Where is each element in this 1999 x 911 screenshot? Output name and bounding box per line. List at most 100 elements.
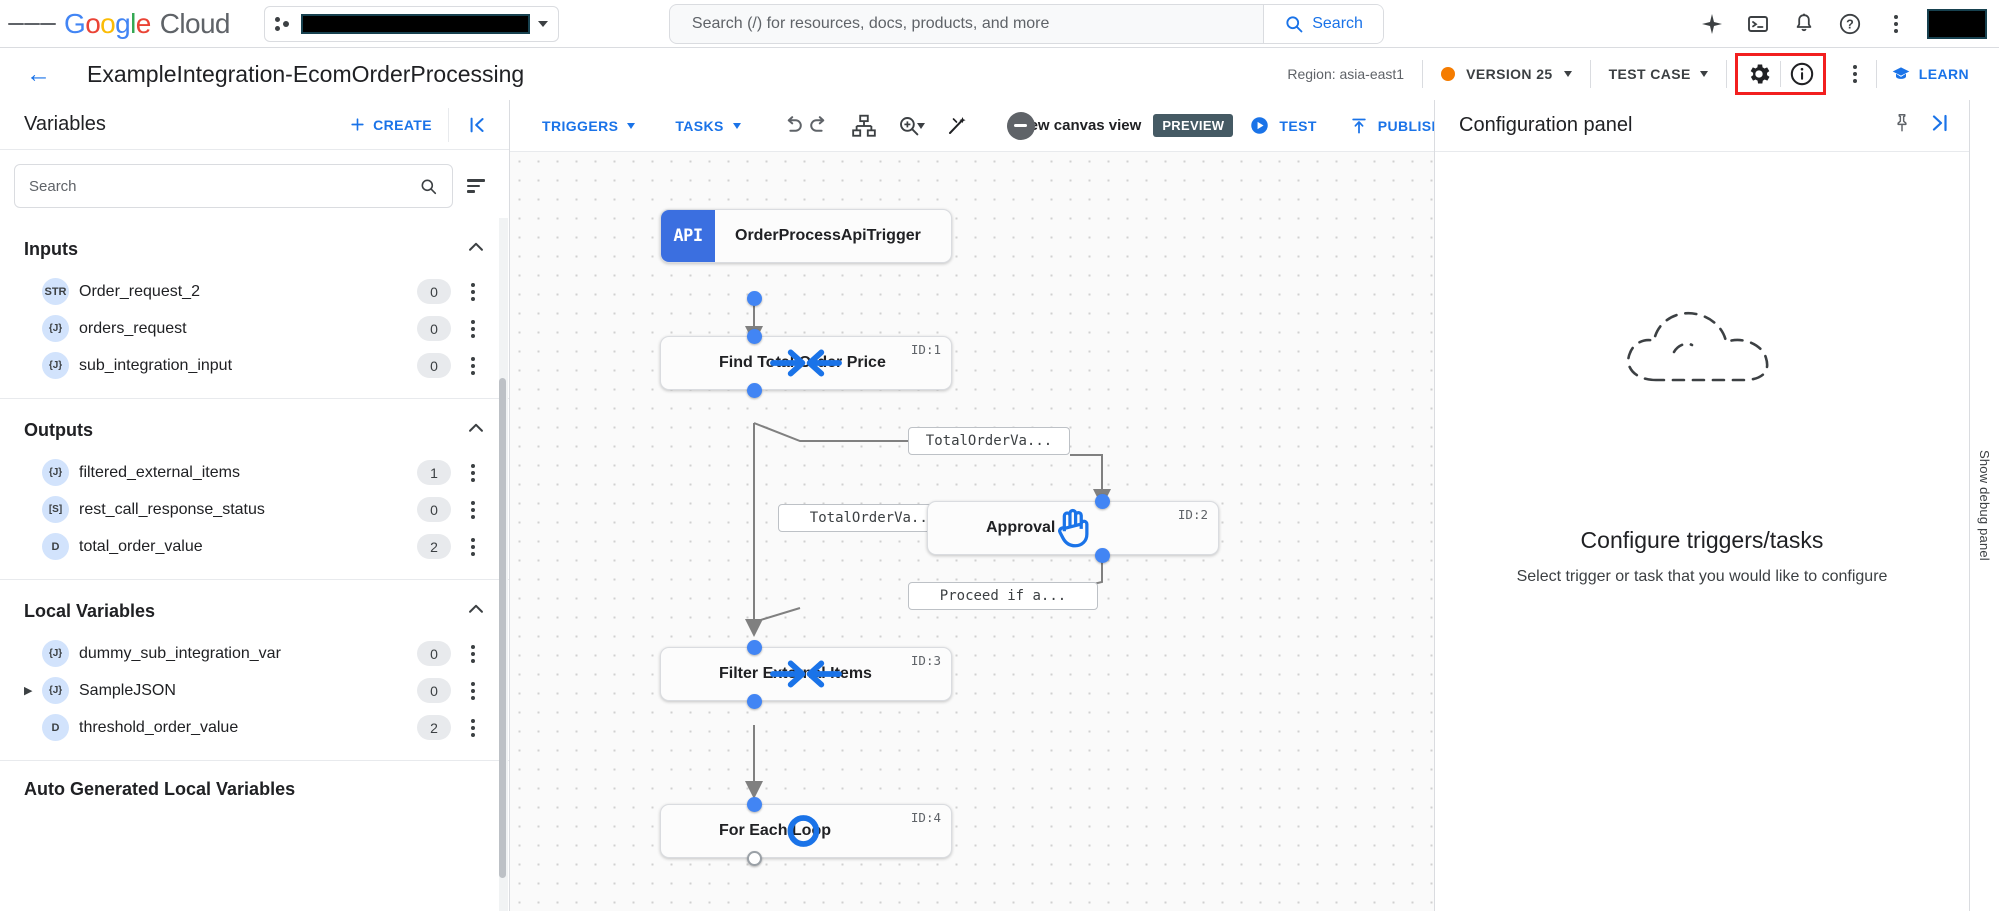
expand-triangle-icon[interactable]: ▶ <box>24 685 33 697</box>
list-item[interactable]: {J} filtered_external_items 1 <box>0 454 509 491</box>
notifications-bell-icon[interactable] <box>1783 3 1825 45</box>
node-output-port[interactable] <box>747 694 762 709</box>
learn-label: LEARN <box>1918 66 1969 82</box>
help-question-icon[interactable]: ? <box>1829 3 1871 45</box>
node-input-port[interactable] <box>747 640 762 655</box>
config-panel-header: Configuration panel <box>1435 100 1969 152</box>
row-more-vert-icon[interactable] <box>459 356 487 375</box>
version-selector[interactable]: VERSION 25 <box>1423 66 1589 82</box>
edge-label[interactable]: Proceed if a... <box>908 582 1098 610</box>
row-more-vert-icon[interactable] <box>459 718 487 737</box>
integration-flow-canvas[interactable]: API OrderProcessApiTrigger Find Total Or… <box>510 152 1434 911</box>
chevron-up-icon[interactable] <box>465 598 487 625</box>
node-input-port[interactable] <box>747 329 762 344</box>
list-item[interactable]: {J} orders_request 0 <box>0 310 509 347</box>
chevron-up-icon[interactable] <box>465 417 487 444</box>
auto-layout-icon[interactable] <box>851 106 877 146</box>
group-header[interactable]: Outputs <box>0 411 509 454</box>
flow-node-trigger[interactable]: API OrderProcessApiTrigger <box>660 209 952 263</box>
chevron-up-icon[interactable] <box>465 236 487 263</box>
node-output-port[interactable] <box>747 851 762 866</box>
magic-wand-icon[interactable] <box>945 106 969 146</box>
group-header[interactable]: Local Variables <box>0 592 509 635</box>
variable-group-outputs: Outputs {J} filtered_external_items 1 [S… <box>0 399 509 580</box>
list-item[interactable]: [S] rest_call_response_status 0 <box>0 491 509 528</box>
expand-right-icon[interactable] <box>1927 111 1951 140</box>
group-header[interactable]: Auto Generated Local Variables <box>0 773 509 810</box>
node-input-port[interactable] <box>747 797 762 812</box>
node-output-port[interactable] <box>1095 548 1110 563</box>
sort-filter-icon[interactable] <box>467 179 493 193</box>
divider <box>1422 60 1424 88</box>
avatar[interactable] <box>1927 8 1987 39</box>
list-item[interactable]: D total_order_value 2 <box>0 528 509 565</box>
search-input[interactable] <box>669 14 1264 33</box>
info-circle-icon[interactable] <box>1781 53 1823 95</box>
back-button[interactable]: ← <box>26 59 51 88</box>
hamburger-menu-icon[interactable] <box>8 0 56 48</box>
global-search-bar[interactable]: Search <box>668 3 1384 44</box>
list-item[interactable]: ▶ {J} SampleJSON 0 <box>0 672 509 709</box>
variable-name: Order_request_2 <box>79 282 200 300</box>
divider <box>1589 60 1591 88</box>
create-variable-button[interactable]: CREATE <box>333 116 448 133</box>
publish-upload-icon <box>1352 118 1366 134</box>
search-button[interactable]: Search <box>1263 4 1383 43</box>
triggers-dropdown[interactable]: TRIGGERS <box>522 118 655 134</box>
divider <box>0 579 509 580</box>
list-item[interactable]: D threshold_order_value 2 <box>0 709 509 746</box>
pin-icon[interactable] <box>1891 112 1913 139</box>
tasks-dropdown[interactable]: TASKS <box>655 118 760 134</box>
row-more-vert-icon[interactable] <box>459 463 487 482</box>
row-more-vert-icon[interactable] <box>459 537 487 556</box>
row-more-vert-icon[interactable] <box>459 500 487 519</box>
variable-type-badge: {J} <box>42 677 69 704</box>
cloud-shell-terminal-icon[interactable] <box>1737 3 1779 45</box>
test-case-selector[interactable]: TEST CASE <box>1591 66 1726 82</box>
play-circle-icon <box>1251 117 1269 134</box>
list-item[interactable]: STR Order_request_2 0 <box>0 273 509 310</box>
node-output-port[interactable] <box>747 383 762 398</box>
undo-icon[interactable] <box>781 106 806 146</box>
group-title: Auto Generated Local Variables <box>24 779 296 799</box>
flow-node-task-2[interactable]: Approval ID:2 <box>927 501 1219 555</box>
variables-search-input[interactable] <box>29 177 419 195</box>
learn-button[interactable]: LEARN <box>1877 64 1983 84</box>
test-button[interactable]: TEST <box>1233 115 1332 136</box>
publish-button[interactable]: PUBLISH <box>1333 116 1458 136</box>
row-more-vert-icon[interactable] <box>459 282 487 301</box>
redo-icon[interactable] <box>806 106 831 146</box>
row-more-vert-icon[interactable] <box>459 644 487 663</box>
list-item[interactable]: {J} dummy_sub_integration_var 0 <box>0 635 509 672</box>
edge-label[interactable]: TotalOrderVa... <box>908 427 1070 455</box>
group-header[interactable]: Inputs <box>0 230 509 273</box>
sidebar-scrollbar-thumb[interactable] <box>499 378 506 878</box>
list-item[interactable]: {J} sub_integration_input 0 <box>0 347 509 384</box>
more-vert-icon[interactable] <box>1875 3 1917 45</box>
config-panel-title: Configuration panel <box>1459 114 1633 136</box>
zoom-chevron-down-icon[interactable] <box>916 122 925 129</box>
collapse-left-icon[interactable] <box>448 107 509 142</box>
divider <box>0 398 509 399</box>
gemini-sparkle-icon[interactable] <box>1691 3 1733 45</box>
row-more-vert-icon[interactable] <box>459 681 487 700</box>
flow-node-label: Find Total Order Price <box>719 354 886 371</box>
page-title-bar: ← ExampleIntegration-EcomOrderProcessing… <box>0 48 1999 100</box>
flow-node-task-1[interactable]: Find Total Order Price ID:1 <box>660 336 952 390</box>
flow-node-task-3[interactable]: Filter External Items ID:3 <box>660 647 952 701</box>
variables-search-field[interactable] <box>14 164 453 208</box>
node-output-port[interactable] <box>747 291 762 306</box>
row-more-vert-icon[interactable] <box>459 319 487 338</box>
titlebar-more-vert-icon[interactable] <box>1834 53 1876 95</box>
zoom-icon[interactable] <box>897 106 921 146</box>
show-debug-panel-label[interactable]: Show debug panel <box>1977 450 1992 561</box>
project-selector[interactable] <box>263 5 559 42</box>
variable-count: 0 <box>417 279 451 304</box>
sidebar-scrollbar-track[interactable] <box>499 218 508 911</box>
variables-sidebar: Variables CREATE Inputs <box>0 100 510 911</box>
show-debug-panel-rail[interactable]: Show debug panel <box>1969 100 1999 911</box>
flow-node-task-4[interactable]: For Each Loop ID:4 <box>660 804 952 858</box>
gear-settings-icon[interactable] <box>1738 53 1780 95</box>
node-input-port[interactable] <box>1095 494 1110 509</box>
